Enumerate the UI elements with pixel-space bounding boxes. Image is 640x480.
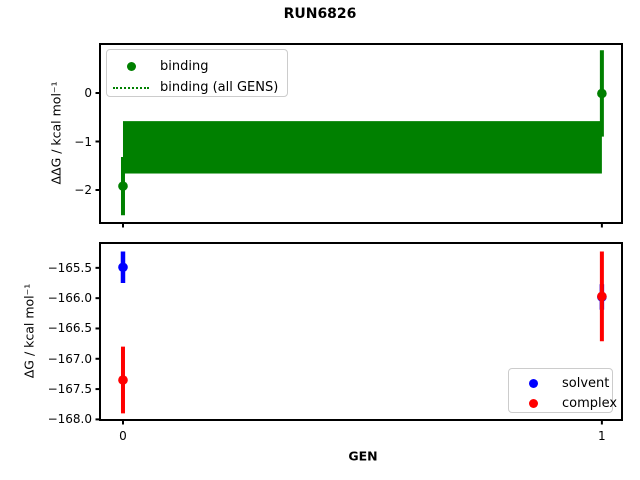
legend-entry-binding: binding — [107, 56, 287, 77]
y-tick-label: −167.0 — [47, 351, 92, 366]
x-tick-label: 1 — [598, 428, 606, 443]
legend-entry-complex: complex — [509, 393, 617, 413]
legend-entry-label: binding — [160, 59, 209, 74]
series-solvent — [118, 251, 607, 310]
legend-entry-solvent: solvent — [509, 373, 612, 393]
series-complex — [118, 251, 607, 414]
y-tick-label: −166.5 — [47, 321, 92, 336]
marker-solvent-0 — [118, 262, 128, 273]
dotted-line-icon — [113, 86, 149, 89]
marker-complex-1 — [597, 291, 607, 302]
axes-frame-0 — [99, 43, 623, 224]
complex-dot-icon — [528, 398, 538, 408]
y-tick-label: −168.0 — [47, 412, 92, 427]
legend-solvent-complex: solvent complex — [508, 368, 617, 413]
legend-binding: binding binding (all GENS) — [106, 49, 288, 97]
series-binding — [118, 50, 607, 216]
binding-dot-icon — [126, 62, 136, 71]
y-tick-label: −167.5 — [47, 382, 92, 397]
y-tick-label: −165.5 — [47, 260, 92, 275]
y-tick-label: −2 — [74, 183, 92, 197]
figure-title: RUN6826 — [283, 6, 357, 22]
legend-entry-label: solvent — [562, 375, 610, 391]
solvent-dot-icon — [528, 378, 538, 388]
axes-frame-1 — [99, 242, 623, 421]
marker-binding-1 — [597, 88, 607, 99]
marker-complex-0 — [118, 375, 128, 385]
y-tick-label: −166.0 — [47, 291, 92, 306]
marker-binding-0 — [118, 181, 128, 191]
x-axis-label: GEN — [348, 448, 378, 464]
band-binding-all-gens — [122, 121, 602, 174]
y-tick-label: 0 — [84, 85, 92, 100]
y-tick-label: −1 — [74, 134, 92, 149]
legend-entry-label: complex — [562, 395, 618, 411]
legend-entry-label: binding (all GENS) — [160, 80, 279, 95]
x-tick-label: 0 — [119, 428, 127, 443]
legend-entry-binding-all-gens: binding (all GENS) — [107, 77, 287, 98]
